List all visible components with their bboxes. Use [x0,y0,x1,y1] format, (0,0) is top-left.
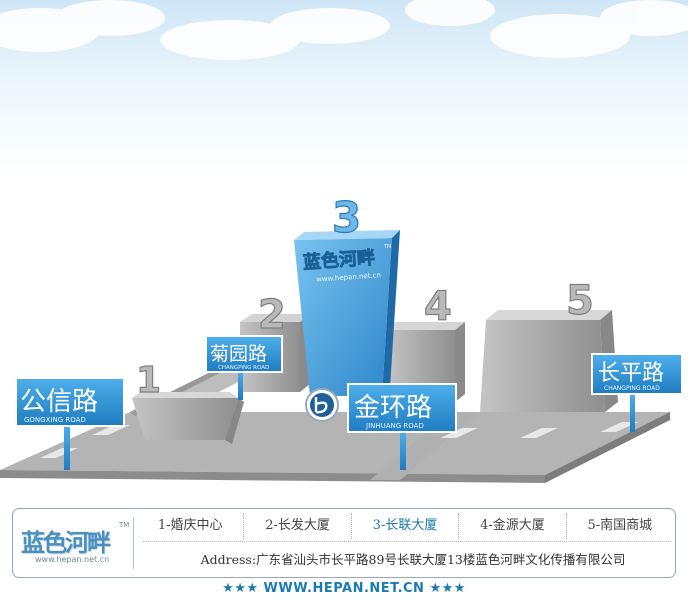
svg-text:金环路: 金环路 [354,393,432,423]
building-3[interactable]: 蓝色河畔 www.hepan.net.cn TM [294,230,400,396]
logo-url: www.hepan.net.cn [35,555,110,564]
address-text: Address:广东省汕头市长平路89号长联大厦13楼蓝色河畔文化传播有限公司 [200,552,626,567]
svg-text:TM: TM [383,244,391,250]
logo-tm: TM [119,521,130,529]
building-number-3: 3 [332,193,361,242]
svg-text:菊园路: 菊园路 [210,343,267,365]
nav-item-1[interactable]: 1-婚庆中心 [137,513,245,539]
svg-text:公信路: 公信路 [20,387,98,417]
road-sign-changping: 长平路 CHANGPING ROAD [591,353,683,432]
footer-panel: 蓝色河畔 TM www.hepan.net.cn 1-婚庆中心 2-长发大厦 3… [12,508,676,578]
clouds [0,0,688,60]
svg-text:JINHUANG ROAD: JINHUANG ROAD [365,422,424,430]
road-sign-jinhuan: 金环路 JINHUANG ROAD [347,383,457,470]
nav-item-2[interactable]: 2-长发大厦 [244,513,352,539]
building-number-4: 4 [424,284,452,330]
building-1[interactable] [132,392,244,444]
building-number-5: 5 [566,278,594,324]
svg-text:蓝色河畔: 蓝色河畔 [302,247,375,274]
footer-logo: 蓝色河畔 TM www.hepan.net.cn [19,519,129,569]
nav-item-4[interactable]: 4-金源大厦 [459,513,567,539]
footer-divider [133,517,134,569]
nav-item-5[interactable]: 5-南国商城 [587,518,653,533]
svg-text:长平路: 长平路 [598,361,664,386]
building-number-1: 1 [136,360,161,401]
map-scene: 蓝色河畔 www.hepan.net.cn TM 1 2 3 4 5 公信路 G… [0,0,688,500]
svg-text:CHANGPING ROAD: CHANGPING ROAD [604,385,660,392]
svg-text:CHANGPING ROAD: CHANGPING ROAD [218,365,269,371]
bus-stop-icon [305,388,339,422]
building-nav: 1-婚庆中心 2-长发大厦 3-长联大厦 4-金源大厦 5-南国商城 [137,513,673,539]
building-logo: 蓝色河畔 www.hepan.net.cn TM [302,244,391,284]
road-sign-gongxing: 公信路 GONGXING ROAD [15,377,125,470]
building-numbers: 1 2 3 4 5 [135,192,594,401]
nav-divider [143,541,671,542]
nav-item-3[interactable]: 3-长联大厦 [352,513,460,539]
logo-wordmark: 蓝色河畔 [21,529,111,557]
building-number-2: 2 [258,292,286,338]
site-url-banner[interactable]: ★★★ WWW.HEPAN.NET.CN ★★★ [222,581,466,596]
road-sign-juyuan: 菊园路 CHANGPING ROAD [205,335,283,400]
svg-text:GONGXING ROAD: GONGXING ROAD [24,416,86,424]
